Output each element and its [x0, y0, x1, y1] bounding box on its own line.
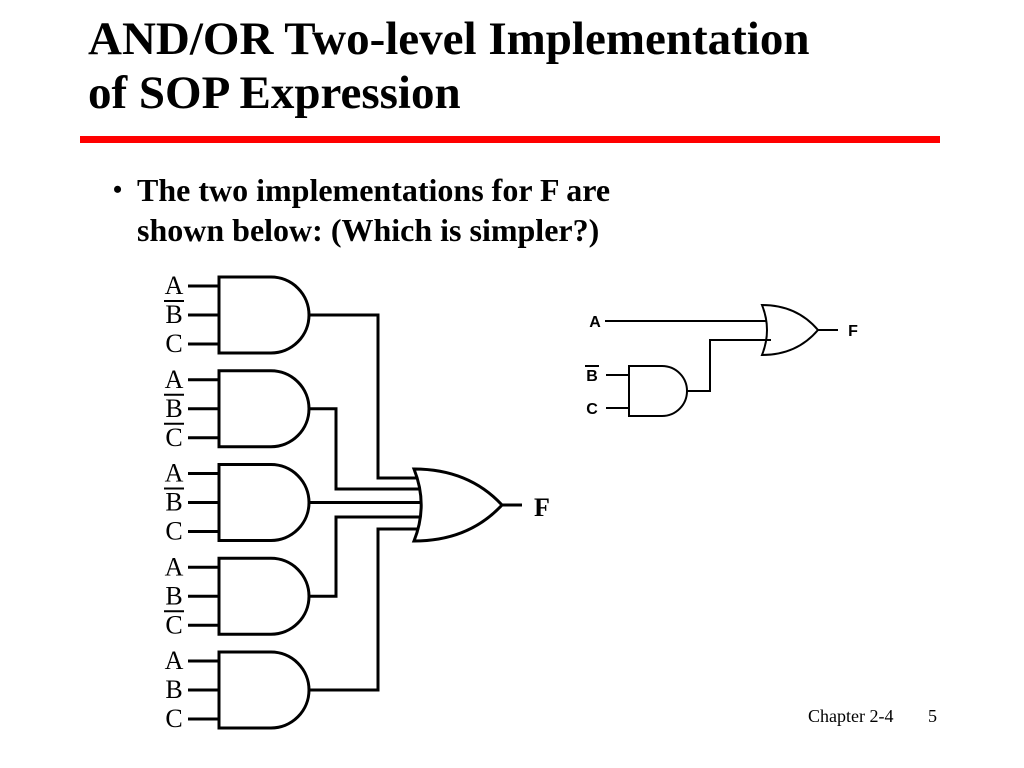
or-gate-left: [411, 467, 505, 543]
left-input-label-2-3: C: [165, 423, 182, 452]
bullet-line-1: The two implementations for F are: [137, 172, 611, 208]
or-gate-right: [760, 303, 820, 357]
or-input-wire-4: [309, 515, 426, 598]
and-gate-right: [628, 365, 688, 417]
bullet-point: • The two implementations for F are show…: [113, 170, 813, 250]
left-input-label-1-1: A: [165, 271, 184, 300]
right-circuit: A F BC: [585, 303, 858, 418]
left-input-label-3-1: A: [165, 459, 184, 488]
title-rule: [80, 136, 940, 143]
left-input-label-4-3: C: [165, 610, 182, 639]
left-input-label-5-2: B: [165, 675, 182, 704]
left-input-label-1-3: C: [165, 329, 182, 358]
and-gate-2: [217, 369, 311, 449]
left-input-label-4-1: A: [165, 552, 184, 581]
page-number: 5: [928, 706, 937, 726]
left-input-label-1-2: B: [165, 300, 182, 329]
right-internal-wire: [687, 339, 771, 392]
right-input-label-a: A: [589, 314, 601, 331]
slide-title: AND/OR Two-level Implementation of SOP E…: [88, 12, 988, 120]
and-gate-1: [217, 275, 311, 355]
right-output-label: F: [848, 323, 858, 340]
left-input-label-5-1: A: [165, 646, 184, 675]
left-input-label-5-3: C: [165, 704, 182, 733]
or-input-wire-2: [309, 407, 426, 491]
and-gate-5: [217, 650, 311, 730]
left-input-label-2-2: B: [165, 394, 182, 423]
title-line-1: AND/OR Two-level Implementation: [88, 13, 810, 65]
right-input-label-c: C: [586, 401, 598, 418]
and-gate-4: [217, 556, 311, 636]
right-input-label-b: B: [586, 368, 598, 385]
title-line-2: of SOP Expression: [88, 67, 461, 119]
left-output-label: F: [534, 493, 550, 522]
and-gate-3: [217, 463, 311, 542]
or-input-wire-5: [309, 527, 420, 692]
or-input-wire-1: [309, 313, 420, 480]
bullet-line-2: shown below: (Which is simpler?): [137, 212, 600, 248]
left-input-label-3-3: C: [165, 517, 182, 546]
bullet-dot-icon: •: [113, 175, 123, 204]
left-input-label-4-2: B: [165, 581, 182, 610]
footer-chapter: Chapter 2-4: [808, 706, 894, 726]
left-input-label-3-2: B: [165, 488, 182, 517]
left-input-label-2-1: A: [165, 365, 184, 394]
